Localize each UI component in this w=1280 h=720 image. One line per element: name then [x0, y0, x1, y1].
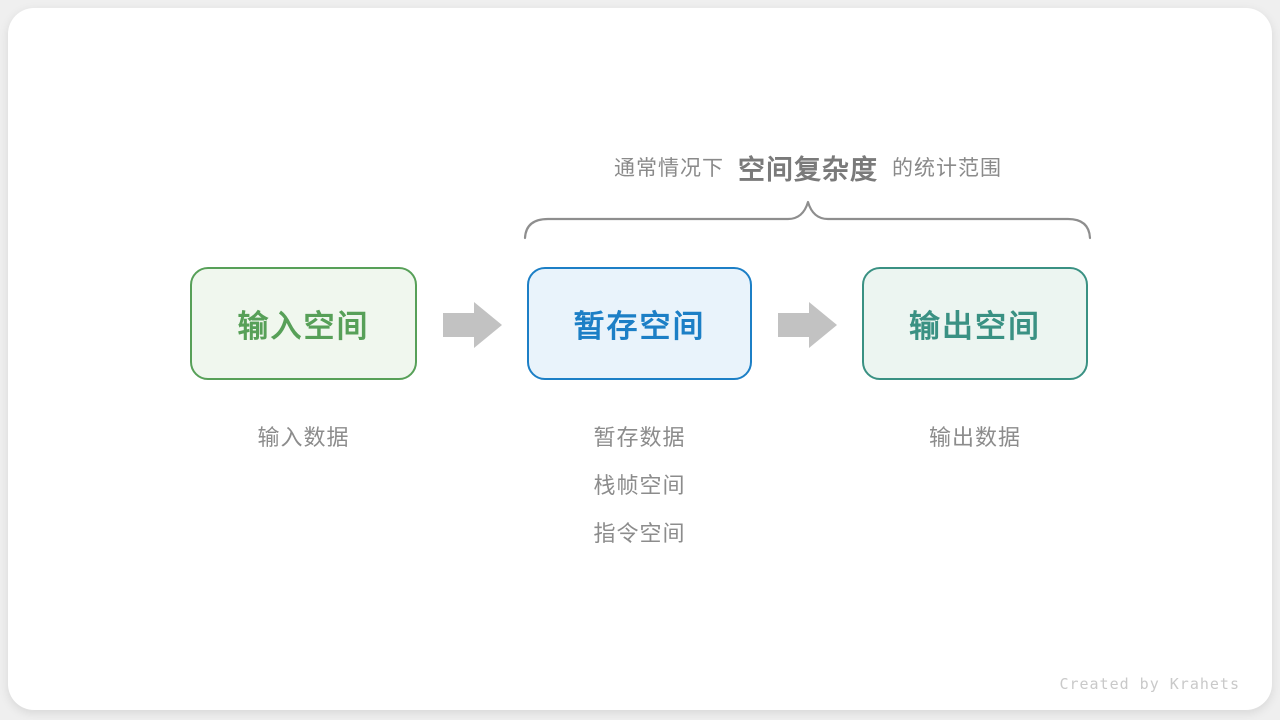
caption-prefix: 通常情况下 — [614, 157, 724, 180]
annotation-line: 指令空间 — [593, 521, 686, 546]
caption: 通常情况下 空间复杂度 的统计范围 — [408, 145, 1208, 189]
annotation-output-space: 输出数据 — [862, 414, 1088, 462]
annotation-input-space: 输入数据 — [190, 414, 417, 462]
node-output-space-label: 输出空间 — [909, 309, 1041, 344]
annotation-temp-space: 暂存数据 栈帧空间 指令空间 — [527, 414, 752, 558]
node-temp-space-label: 暂存空间 — [573, 309, 706, 344]
caption-highlight: 空间复杂度 — [738, 154, 878, 185]
node-temp-space: 暂存空间 — [527, 267, 752, 380]
node-output-space: 输出空间 — [862, 267, 1088, 380]
annotation-line: 暂存数据 — [593, 425, 686, 450]
caption-suffix: 的统计范围 — [892, 157, 1002, 180]
node-input-space-label: 输入空间 — [237, 309, 370, 344]
annotation-line: 输出数据 — [928, 425, 1021, 450]
annotation-line: 输入数据 — [257, 425, 350, 450]
node-input-space: 输入空间 — [190, 267, 417, 380]
annotation-line: 栈帧空间 — [593, 473, 686, 498]
credit-text: Created by Krahets — [1059, 675, 1240, 693]
